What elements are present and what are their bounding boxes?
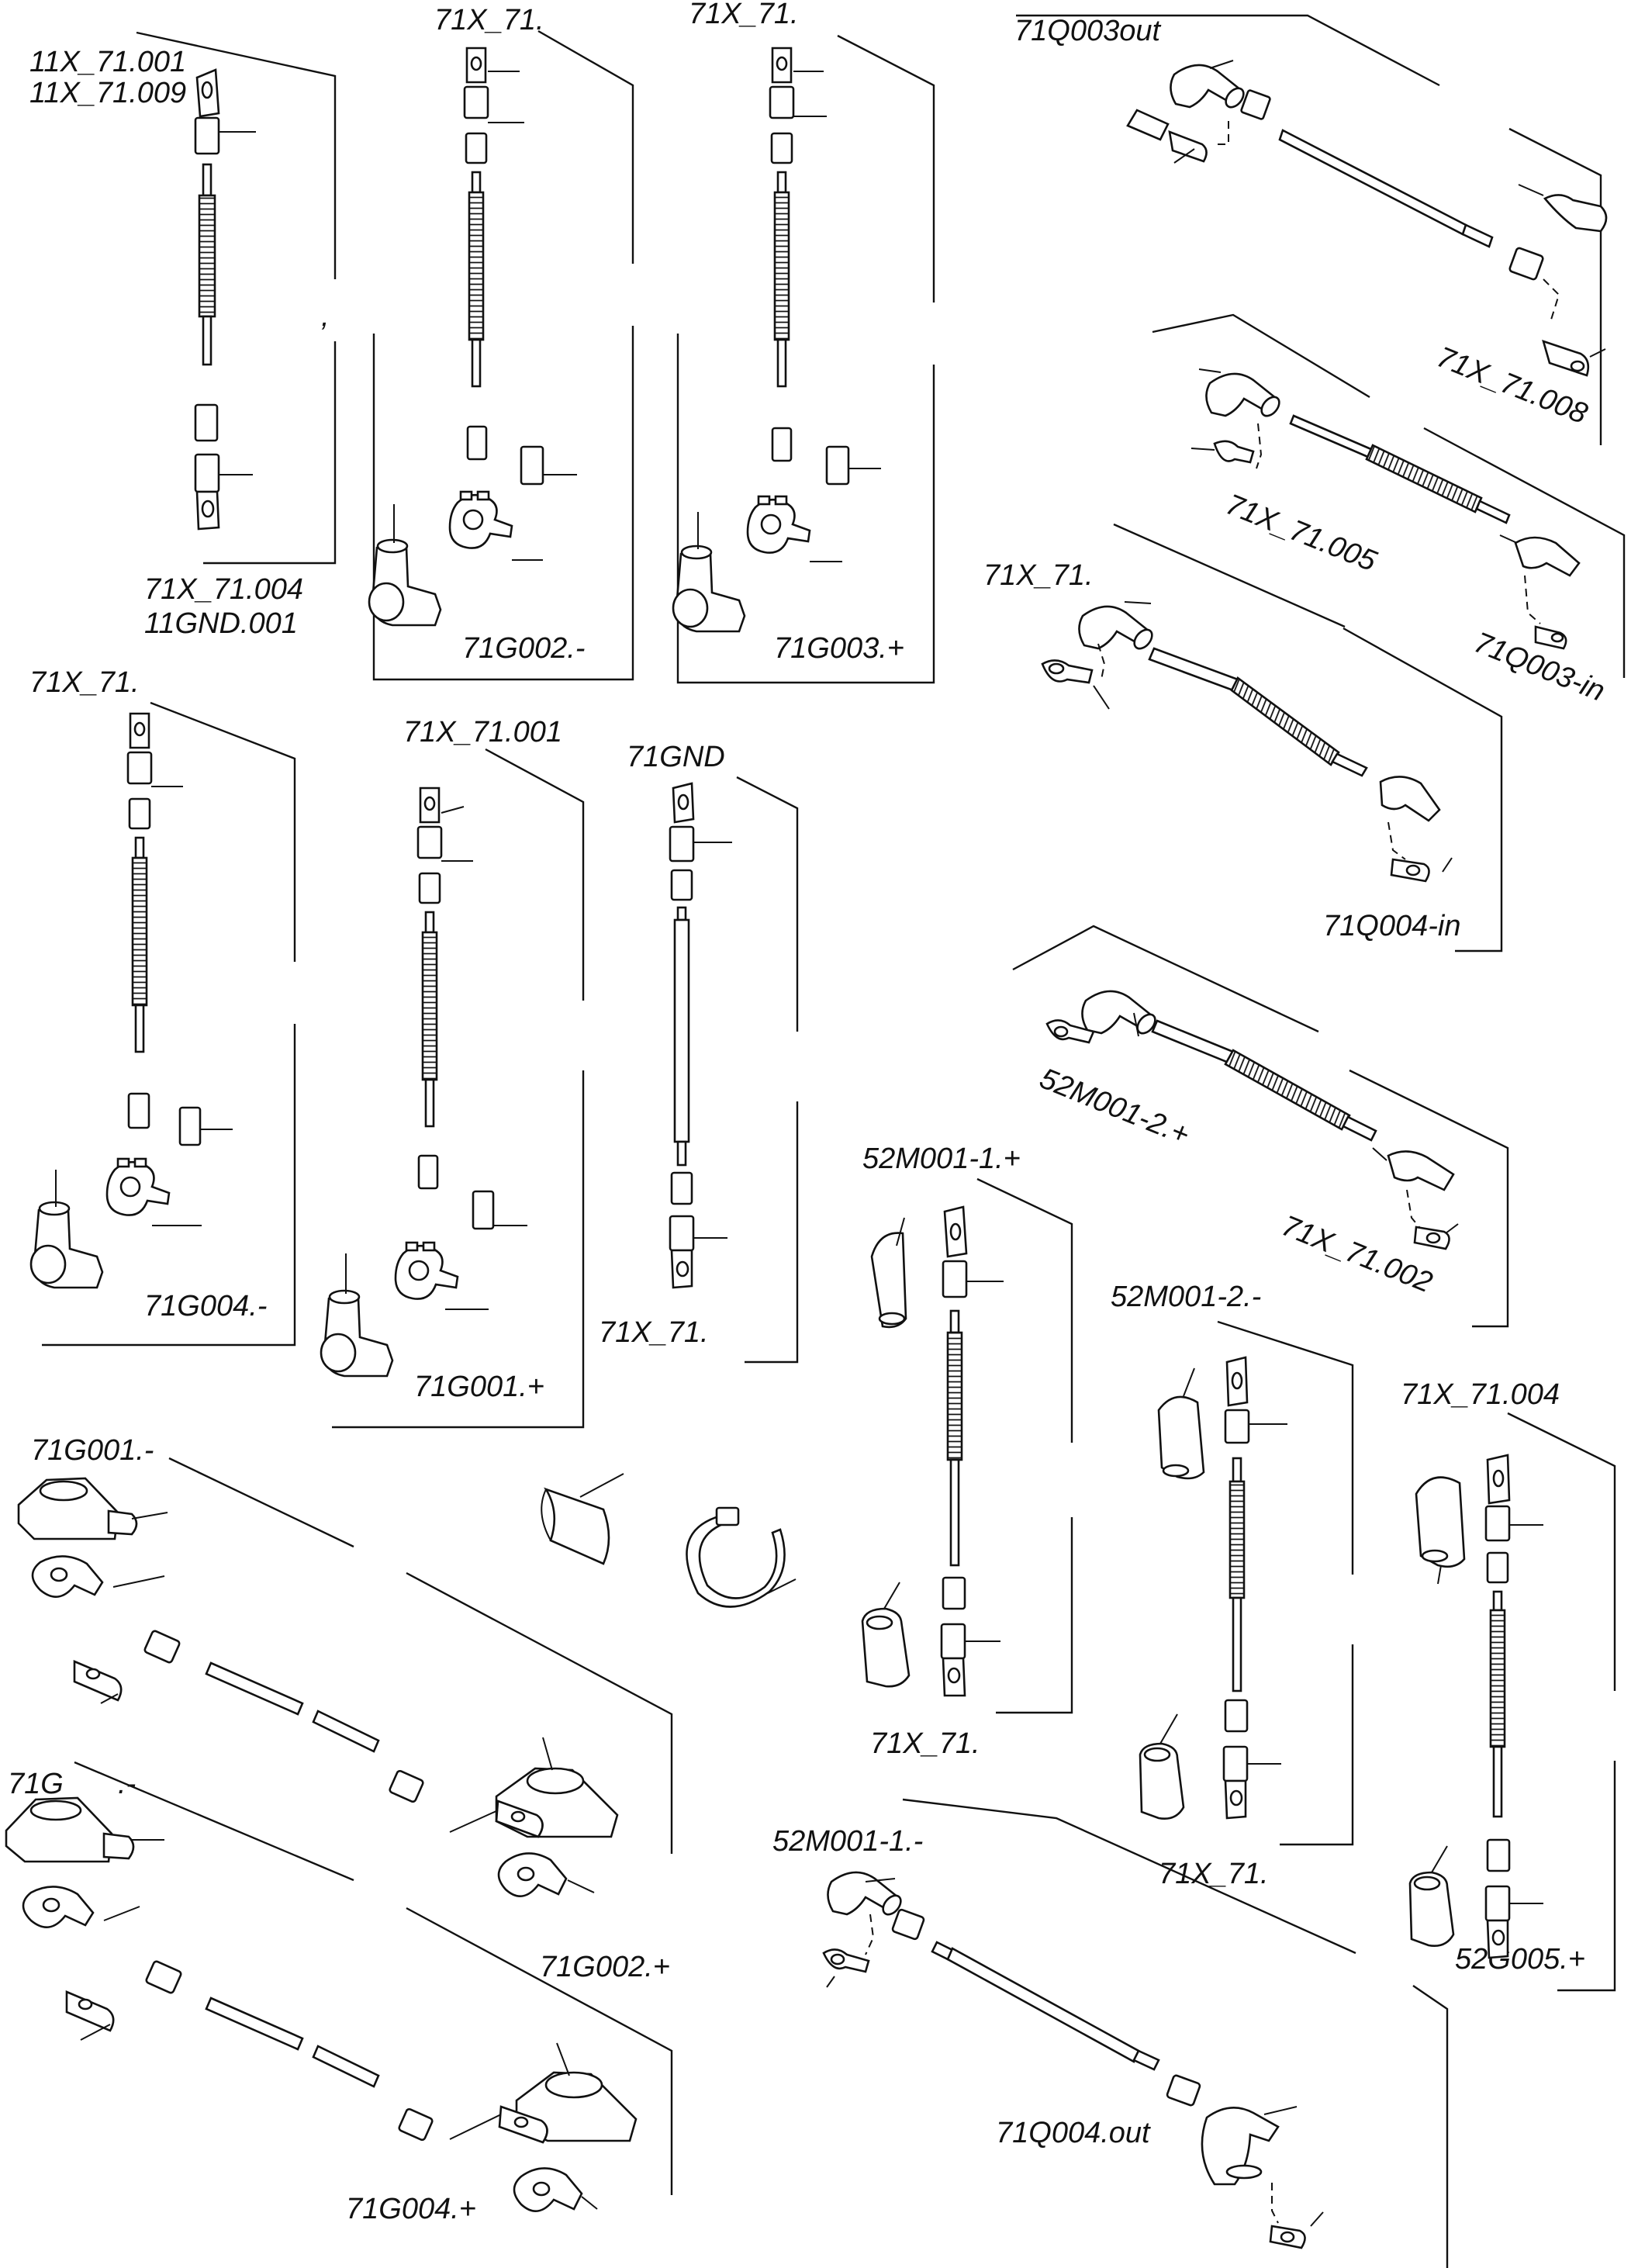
- cable-tie: [686, 1506, 797, 1608]
- cable-assembly-52m001-1-plus: [861, 1205, 1004, 1697]
- label-71x-71-b: 71X_71.: [434, 4, 544, 36]
- label-71g001-plus: 71G001.+: [414, 1371, 544, 1403]
- label-11x-71-001: 11X_71.001: [29, 46, 186, 78]
- label-52m001-1-plus: 52M001-1.+: [862, 1143, 1021, 1175]
- label-71x-71-002: 71X_71.002: [1277, 1209, 1437, 1299]
- label-71x-71-001-b: 71X_71.001: [403, 716, 562, 749]
- label-71q003out: 71Q003out: [1014, 15, 1161, 47]
- label-71x-71-004-b: 71X_71.004: [1401, 1378, 1560, 1411]
- cable-assembly-52g005-plus: [1408, 1454, 1543, 1959]
- label-52m001-2-minus: 52M001-2.-: [1111, 1281, 1261, 1313]
- label-71x-71-c: 71X_71.: [689, 0, 799, 30]
- cable-assembly-71q003out: [1126, 60, 1608, 377]
- label-71g004-minus: 71G004.-: [144, 1290, 267, 1322]
- cable-assembly-71g003-plus: [672, 47, 881, 633]
- label-71g002-plus: 71G002.+: [540, 1951, 670, 1983]
- cable-assembly-11x-71-001: [194, 68, 256, 531]
- label-71x-71-e: 71X_71.: [29, 666, 140, 699]
- label-71x-71-f: 71X_71.: [599, 1316, 709, 1349]
- cable-assembly-71q004-in: [1041, 601, 1453, 883]
- cable-assembly-71x-71-005: [1190, 368, 1581, 650]
- label-71gnd: 71GND: [627, 741, 725, 773]
- cable-assembly-71g002-minus: [368, 47, 577, 627]
- label-71x-71-h: 71X_71.: [1159, 1858, 1269, 1890]
- label-52g005-plus: 52G005.+: [1455, 1943, 1585, 1976]
- label-71x-71-g: 71X_71.: [870, 1727, 980, 1760]
- cable-assembly-52m001-1-minus: [822, 1871, 1324, 2249]
- label-11gnd-001: 11GND.001: [144, 607, 298, 640]
- label-71g002-minus: 71G002.-: [462, 632, 585, 665]
- cable-assembly-71g001-plus: [320, 787, 527, 1378]
- label-comma: ,: [321, 300, 330, 333]
- heat-shrink-sleeve: [541, 1473, 624, 1565]
- label-52m001-2-plus: 52M001-2.+: [1035, 1062, 1194, 1151]
- label-71g004-plus: 71G004.+: [346, 2193, 476, 2225]
- label-71g-partial: 71G: [8, 1768, 64, 1800]
- label-52m001-1-minus: 52M001-1.-: [772, 1825, 923, 1858]
- label-71x-71-d: 71X_71.: [983, 559, 1094, 592]
- label-71g003-plus: 71G003.+: [774, 632, 904, 665]
- cable-assembly-52m001-2-minus: [1139, 1356, 1287, 1820]
- group-frames: [42, 14, 1626, 2268]
- label-71q004-in: 71Q004-in: [1323, 910, 1460, 942]
- cable-assembly-52m001-2-plus: [1045, 990, 1459, 1250]
- cable-assembly-71g-minus: [5, 1796, 638, 2212]
- cable-assembly-71g004-minus: [29, 712, 233, 1289]
- cable-assembly-71gnd: [669, 782, 732, 1289]
- label-71q004-out: 71Q004.out: [996, 2117, 1151, 2149]
- label-71g001-minus: 71G001.-: [31, 1434, 154, 1467]
- label-11x-71-009: 11X_71.009: [29, 77, 186, 109]
- label-71x-71-005: 71X_71.005: [1222, 488, 1382, 578]
- cable-assembly-71g001-minus: [17, 1477, 619, 1897]
- label-71x-71-004-a: 71X_71.004: [144, 573, 303, 606]
